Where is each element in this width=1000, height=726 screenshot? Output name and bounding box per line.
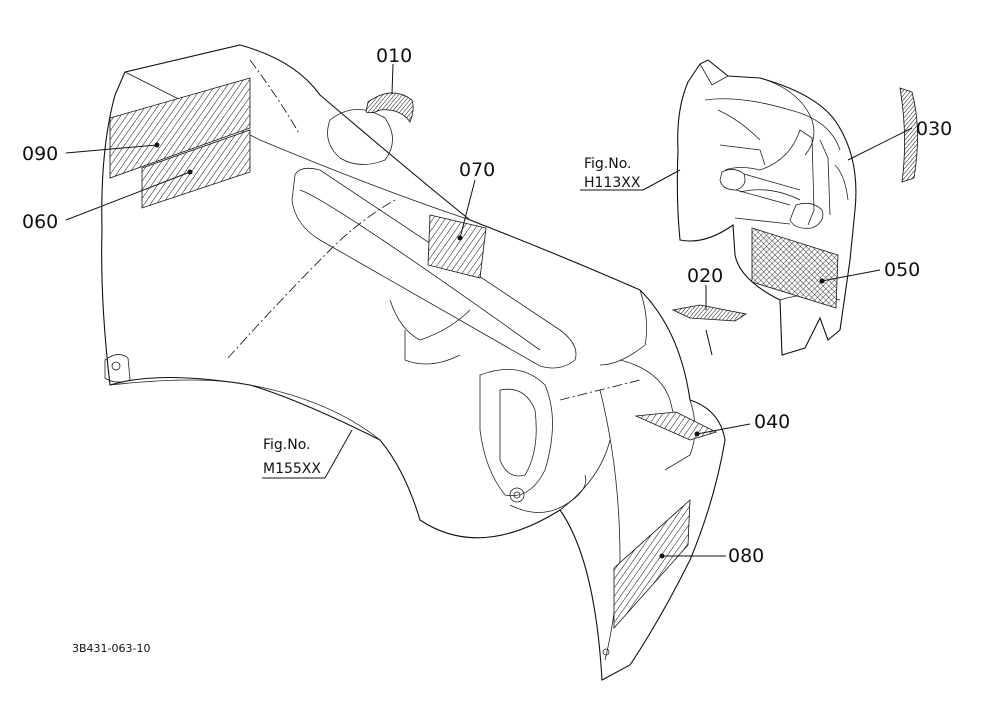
main-panel-outline [101,44,726,681]
callout-070: 070 [459,159,495,181]
callout-050: 050 [884,259,920,281]
callout-020: 020 [687,265,723,287]
callout-040: 040 [754,411,790,433]
figref-upper-line2: H113XX [584,175,641,191]
leader-lines [65,63,913,559]
decal-050 [751,227,839,309]
drawing-number: 3B431-063-10 [72,642,150,655]
decal-020 [671,304,748,322]
decal-030 [899,87,918,183]
bracket-outline [676,59,857,356]
callout-080: 080 [728,545,764,567]
callout-090: 090 [22,143,58,165]
figref-upper-line1: Fig.No. [584,156,632,172]
decal-010 [365,92,414,123]
callout-010: 010 [376,45,412,67]
decal-060 [141,129,251,209]
figref-lower-line1: Fig.No. [263,437,311,453]
decal-040 [634,411,718,441]
callout-060: 060 [22,211,58,233]
callout-030: 030 [916,118,952,140]
decal-090 [109,77,251,179]
decal-070 [427,214,487,279]
figref-lower-line2: M155XX [263,461,321,477]
decal-080 [613,499,691,630]
